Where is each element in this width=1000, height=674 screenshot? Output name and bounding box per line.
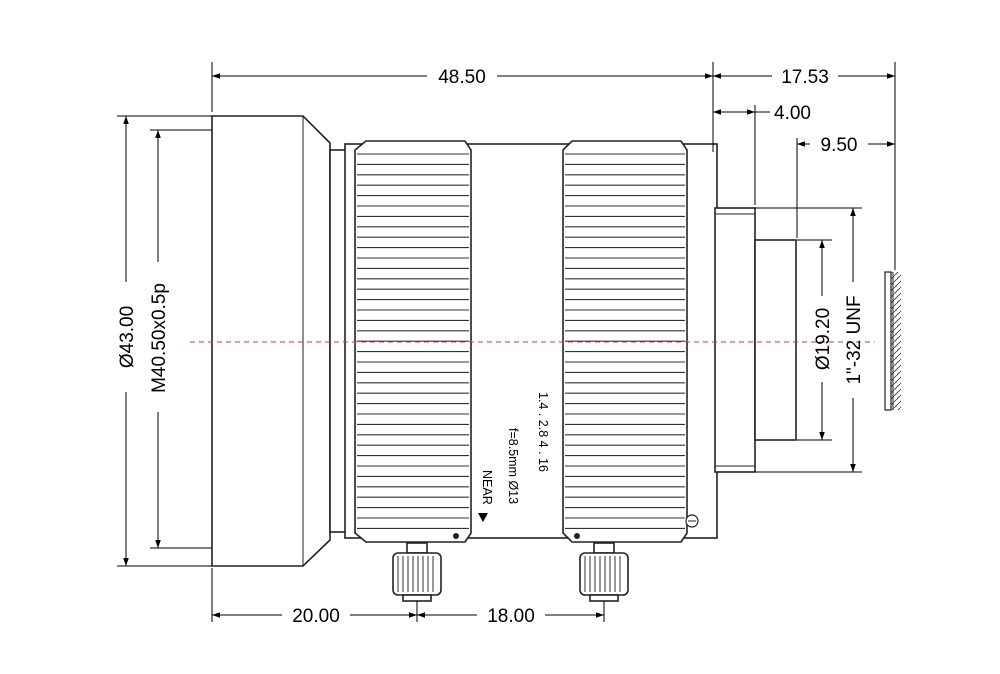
- dim-screw-spacing: 18.00: [487, 606, 535, 627]
- knurl-ribs-right: [565, 153, 685, 529]
- focal-spec: f=8.5mm Ø13: [506, 428, 520, 504]
- locking-screw-left: [392, 542, 442, 602]
- mark-dot-right: [574, 533, 580, 539]
- rear-element: [754, 239, 797, 441]
- focus-arrow-icon: [478, 513, 488, 522]
- mark-dot-left: [453, 533, 459, 539]
- front-hood: [211, 115, 331, 567]
- dim-front-to-screw: 20.00: [292, 606, 340, 627]
- lens-markings: 1.4 . 2.8 4 . 16 f=8.5mm Ø13 NEAR: [478, 392, 550, 522]
- dim-back-focal: 9.50: [821, 135, 858, 156]
- dim-mount-thread: 1"-32 UNF: [844, 295, 865, 384]
- locking-screw-right: [579, 542, 629, 602]
- dimensions: 48.50 17.53 4.00 9.50 Ø43.00 M40.50x0.5p…: [117, 62, 896, 627]
- lens-body: [211, 115, 797, 602]
- dim-overall-length: 48.50: [438, 67, 486, 88]
- focus-near-label: NEAR: [480, 470, 494, 505]
- aperture-scale: 1.4 . 2.8 4 . 16: [536, 392, 550, 472]
- dim-flange-back: 17.53: [781, 67, 829, 88]
- dim-outer-diameter: Ø43.00: [117, 306, 138, 368]
- knurl-ribs-left: [357, 153, 469, 529]
- dim-rear-diameter: Ø19.20: [813, 308, 834, 370]
- image-plane: [884, 271, 901, 411]
- dim-mount-length: 4.00: [774, 103, 811, 124]
- dim-filter-thread: M40.50x0.5p: [149, 283, 170, 393]
- c-mount-thread: [714, 207, 756, 473]
